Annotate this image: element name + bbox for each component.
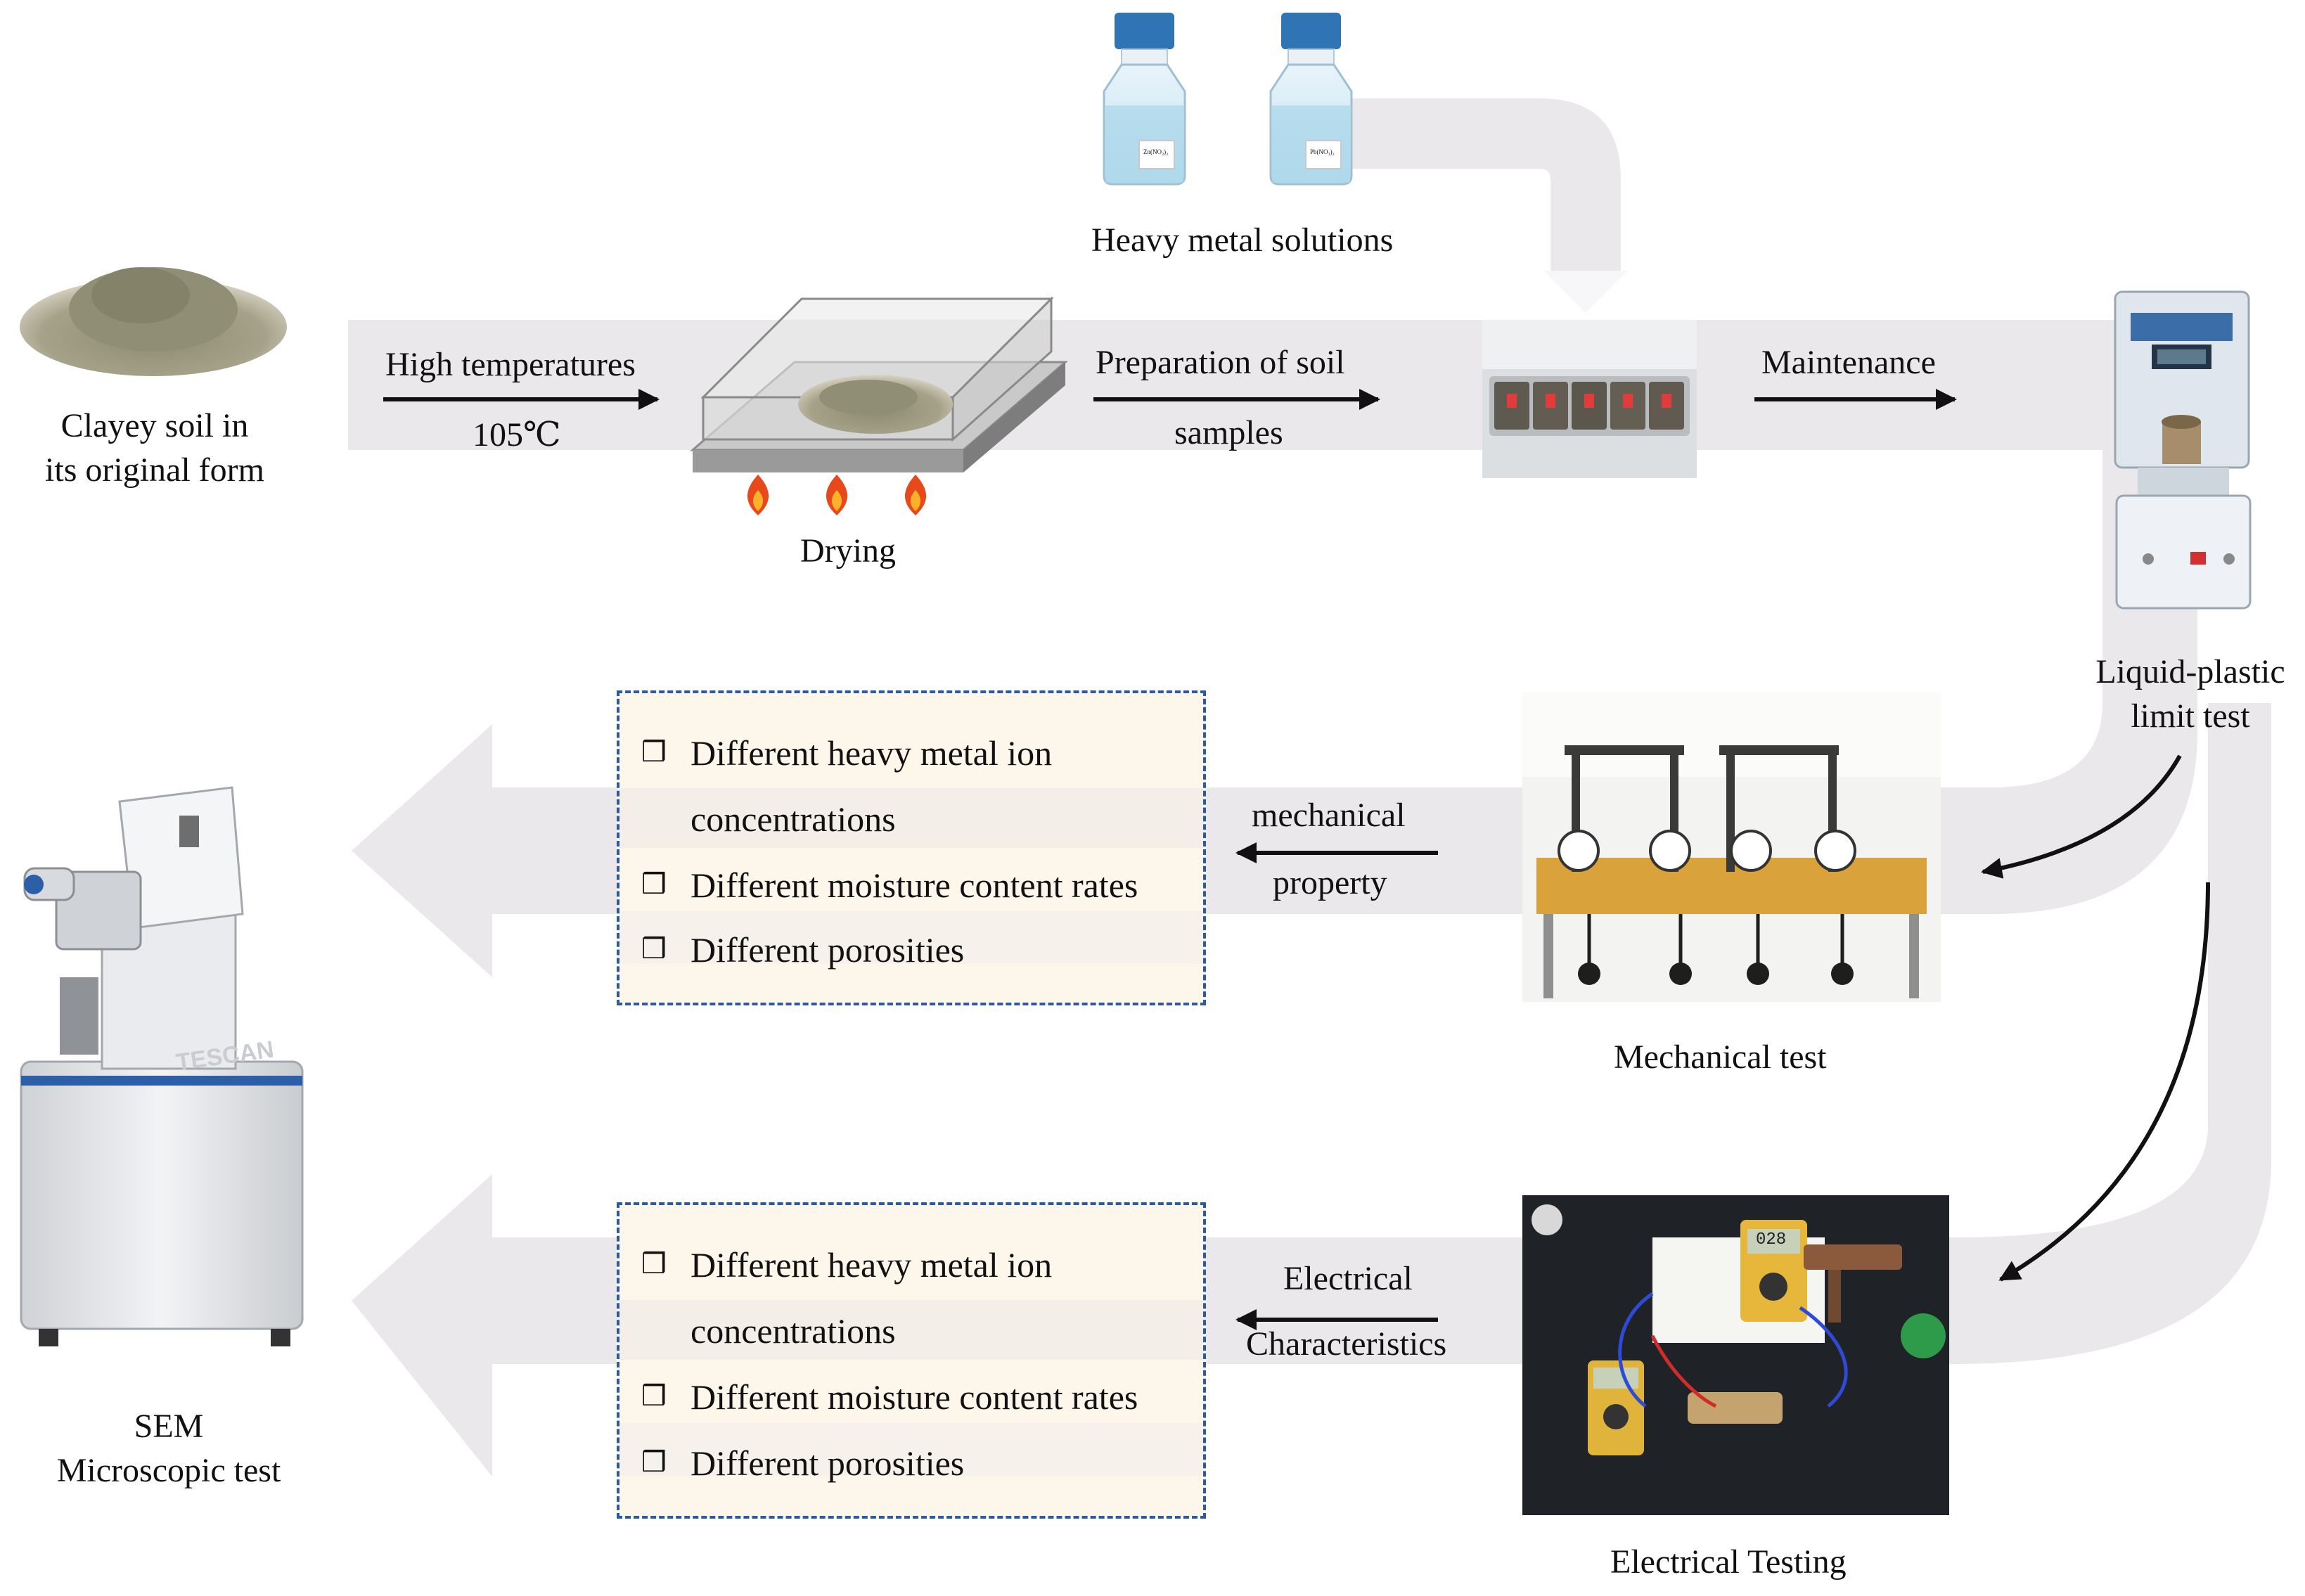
top-flow-band	[348, 320, 2127, 450]
flame-icon-1	[747, 475, 769, 515]
flow-arrows	[383, 389, 2210, 1330]
clayey-soil-pile	[20, 267, 287, 376]
mechanical-property-label-line2: property	[1273, 864, 1387, 901]
electrical-characteristics-label-line1: Electrical	[1283, 1260, 1413, 1297]
heavy-metal-solutions-label: Heavy metal solutions	[1091, 221, 1394, 259]
flame-icon-2	[826, 475, 848, 515]
box2-item-3: Different moisture content rates	[691, 1377, 1138, 1417]
box1-item-4: Different porosities	[691, 930, 965, 970]
solutions-flow-band	[1315, 98, 1621, 278]
drying-label: Drying	[800, 532, 896, 569]
mechanical-factors-box	[617, 690, 1206, 1005]
bullet-icon: ❒	[641, 1380, 667, 1412]
preparation-label-line1: Preparation of soil	[1096, 344, 1345, 381]
drying-tray	[689, 296, 1069, 472]
bullet-icon: ❒	[641, 868, 667, 901]
clayey-soil-label-line2: its original form	[45, 451, 264, 489]
preparation-label-line2: samples	[1174, 414, 1283, 451]
clayey-soil-label-line1: Clayey soil in	[60, 407, 249, 444]
bullet-icon: ❒	[641, 736, 667, 768]
soil-samples-photo	[1482, 320, 1697, 478]
mechanical-test-label: Mechanical test	[1614, 1038, 1827, 1076]
middle-big-arrowhead	[352, 724, 633, 977]
right-outer-band	[1955, 703, 2271, 1364]
arrow-to-electrical-test	[1998, 882, 2210, 1282]
high-temperatures-label: High temperatures	[385, 346, 636, 383]
mechanical-test-photo	[1522, 693, 1941, 1002]
sem-label-line1: SEM	[134, 1408, 204, 1445]
bullet-icon: ❒	[641, 1446, 667, 1479]
box2-item-4: Different porosities	[691, 1443, 965, 1483]
flame-icon-3	[904, 475, 927, 515]
sem-label-line2: Microscopic test	[56, 1452, 281, 1489]
box2-item-2: concentrations	[691, 1311, 896, 1351]
bullet-icon: ❒	[641, 1248, 667, 1280]
liquid-plastic-label-line1: Liquid-plastic	[2095, 653, 2285, 690]
liquid-plastic-limit-device	[2114, 290, 2252, 610]
temperature-value-label: 105℃	[473, 416, 561, 453]
electrical-characteristics-label-line2: Characteristics	[1246, 1325, 1447, 1363]
bottle-lead	[1269, 13, 1353, 186]
solutions-down-arrowhead	[1543, 271, 1628, 313]
box1-item-3: Different moisture content rates	[691, 865, 1138, 905]
mechanical-property-label-line1: mechanical	[1252, 797, 1406, 834]
liquid-plastic-label-line2: limit test	[2131, 697, 2250, 735]
bottle-label-lead: Pb(NO₃)₂	[1310, 148, 1335, 155]
electrical-testing-photo	[1522, 1195, 1949, 1515]
bottle-zinc	[1103, 13, 1186, 186]
multimeter-display: 028	[1756, 1230, 1787, 1249]
sem-instrument	[20, 786, 304, 1346]
flame-icons	[747, 475, 927, 515]
box1-item-2: concentrations	[691, 799, 896, 839]
maintenance-label: Maintenance	[1761, 344, 1936, 381]
bottom-big-arrowhead	[352, 1174, 633, 1476]
arrow-to-mechanical-test	[1981, 754, 2182, 879]
electrical-testing-label: Electrical Testing	[1610, 1543, 1847, 1581]
electrical-factors-box	[617, 1202, 1206, 1519]
box1-item-1: Different heavy metal ion	[691, 733, 1053, 773]
box2-item-1: Different heavy metal ion	[691, 1245, 1053, 1285]
bottle-label-zinc: Zn(NO₃)₂	[1143, 148, 1169, 155]
bullet-icon: ❒	[641, 933, 667, 965]
